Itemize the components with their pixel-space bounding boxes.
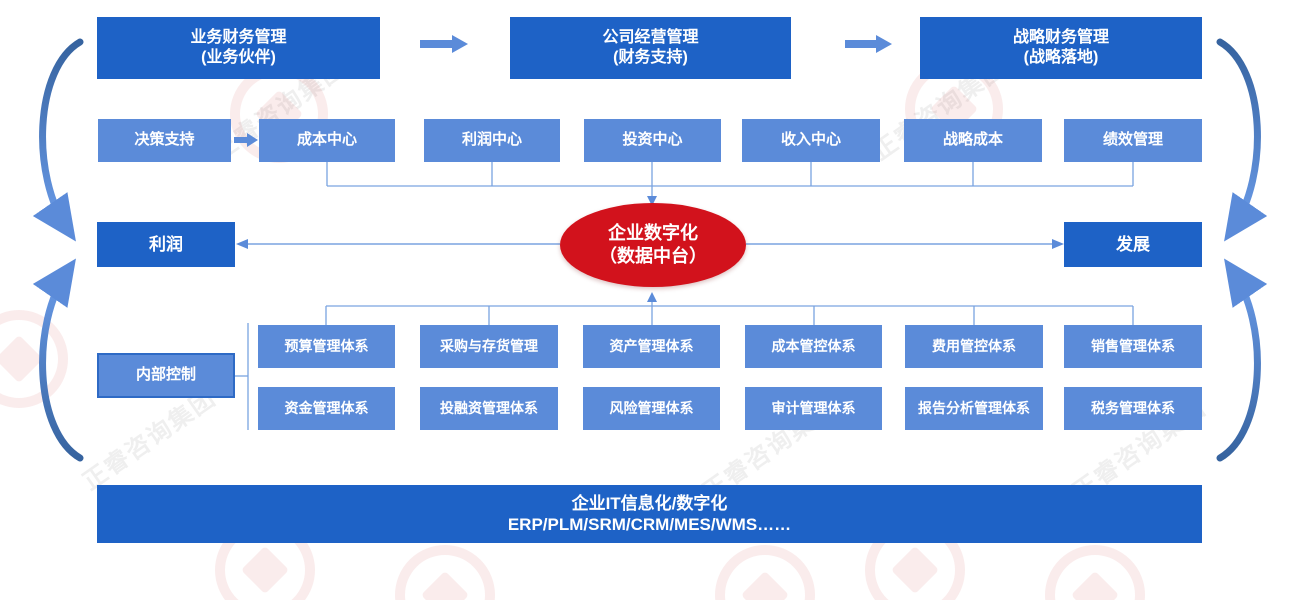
- box-revenue-center: 收入中心: [742, 119, 880, 162]
- box-investment-center: 投资中心: [584, 119, 721, 162]
- decision-support-arrow: [234, 133, 258, 147]
- box-investment-financing-management-system: 投融资管理体系: [420, 387, 558, 430]
- top-flow-arrow-1: [420, 35, 468, 53]
- systems-to-hub-connector: [325, 299, 1134, 325]
- hub-down-arrowhead: [647, 196, 657, 206]
- watermark-seal-icon: [1045, 545, 1145, 600]
- hub-to-profit-arrow: [236, 239, 560, 249]
- box-line2: (业务伙伴): [201, 49, 276, 66]
- banner-line2: ERP/PLM/SRM/CRM/MES/WMS……: [507, 515, 792, 534]
- box-decision-support: 决策支持: [98, 119, 231, 162]
- hub-enterprise-digitalization: 企业数字化 （数据中台）: [560, 203, 746, 287]
- box-company-operation-management: 公司经营管理 (财务支持): [510, 17, 791, 79]
- left-upper-curve-arrow: [32, 38, 84, 242]
- box-line2: (财务支持): [613, 49, 688, 66]
- hub-line2: （数据中台）: [599, 246, 707, 266]
- side-curved-arrows: [32, 38, 1268, 462]
- box-audit-management-system: 审计管理体系: [745, 387, 882, 430]
- box-profit-center: 利润中心: [424, 119, 560, 162]
- right-upper-curve-arrow: [1216, 38, 1268, 242]
- box-line1: 公司经营管理: [602, 29, 699, 46]
- box-expense-control-system: 费用管控体系: [905, 325, 1043, 368]
- box-profit: 利润: [97, 222, 235, 267]
- box-line2: (战略落地): [1023, 49, 1099, 66]
- box-risk-management-system: 风险管理体系: [583, 387, 720, 430]
- box-performance-management: 绩效管理: [1064, 119, 1202, 162]
- box-strategic-finance-management: 战略财务管理 (战略落地): [920, 17, 1202, 79]
- centers-to-hub-connector: [326, 162, 1134, 197]
- box-development: 发展: [1064, 222, 1202, 267]
- top-flow-arrow-2: [845, 35, 892, 53]
- box-report-analysis-management-system: 报告分析管理体系: [905, 387, 1043, 430]
- box-line1: 业务财务管理: [190, 29, 287, 46]
- banner-enterprise-it: 企业IT信息化/数字化 ERP/PLM/SRM/CRM/MES/WMS……: [97, 485, 1202, 543]
- watermark-seal-icon: [715, 545, 815, 600]
- left-lower-curve-arrow: [32, 258, 84, 462]
- box-internal-control: 内部控制: [97, 353, 235, 398]
- watermark-seal-icon: [395, 545, 495, 600]
- watermark-seal-icon: [0, 310, 68, 408]
- box-strategic-cost: 战略成本: [904, 119, 1042, 162]
- hub-up-arrowhead: [647, 292, 657, 302]
- box-procurement-inventory-management: 采购与存货管理: [420, 325, 558, 368]
- box-budget-management-system: 预算管理体系: [258, 325, 395, 368]
- box-cost-center: 成本中心: [259, 119, 395, 162]
- hub-line1: 企业数字化: [608, 222, 698, 243]
- right-lower-curve-arrow: [1216, 258, 1268, 462]
- hub-to-development-arrow: [746, 239, 1064, 249]
- box-asset-management-system: 资产管理体系: [583, 325, 720, 368]
- box-tax-management-system: 税务管理体系: [1064, 387, 1202, 430]
- banner-line1: 企业IT信息化/数字化: [571, 493, 728, 513]
- box-cost-control-system: 成本管控体系: [745, 325, 882, 368]
- internal-control-bracket: [235, 323, 249, 430]
- box-business-finance-management: 业务财务管理 (业务伙伴): [97, 17, 380, 79]
- box-sales-management-system: 销售管理体系: [1064, 325, 1202, 368]
- box-line1: 战略财务管理: [1012, 29, 1109, 46]
- box-fund-management-system: 资金管理体系: [258, 387, 395, 430]
